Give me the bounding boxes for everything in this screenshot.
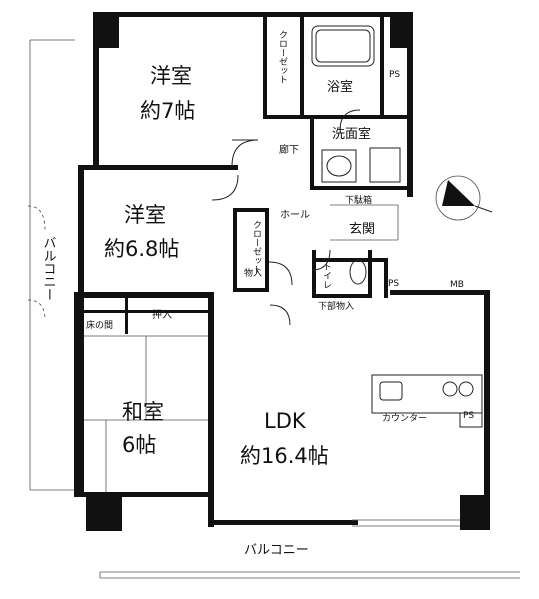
western2-name: 洋室 [124,203,166,227]
interior-walls [84,17,410,334]
bottom-balcony-label: バルコニー [244,543,309,558]
mb-label: MB [450,280,464,290]
bottom-balcony [99,571,520,579]
left-balcony-label: バルコニー [41,236,57,301]
bath-fixtures [311,25,375,67]
ps1-label: PS [389,70,400,80]
corridor-label: 廊下 [279,143,299,156]
exterior-walls [74,12,490,531]
doors [27,109,361,326]
tatami [84,335,208,492]
toilet-fixture [349,259,367,285]
hall-label: ホール [280,209,310,221]
ldk-size: 約16.4帖 [240,444,329,468]
ldk-name: LDK [264,409,307,433]
western2-size: 約6.8帖 [104,237,179,261]
oshiire-label: 押入 [152,308,172,321]
counter-label: カウンター [382,413,427,424]
closet1-label: クローゼット [277,30,288,84]
entrance-steps [330,204,399,241]
washroom-label: 洗面室 [332,126,371,142]
left-balcony [29,39,75,491]
compass-icon [435,175,493,221]
shoe-box-label: 下駄箱 [345,194,372,206]
entrance-label: 玄関 [349,222,375,237]
japanese-name: 和室 [122,400,164,424]
ps3-label: PS [463,411,474,421]
western1-name: 洋室 [150,64,192,88]
under-storage-label: 下部物入 [318,300,354,312]
windows [352,519,460,527]
toilet-label: トイレ [321,262,332,289]
japanese-size: 6帖 [122,433,156,457]
closet2-label: クローゼット [251,220,262,274]
kitchen-counter [371,374,483,428]
bath-label: 浴室 [327,79,353,95]
ps2-label: PS [388,279,399,289]
western1-size: 約7帖 [140,99,195,123]
storage1-label: 物入 [244,267,262,279]
tokonoma-label: 床の間 [86,319,113,331]
wash-basin [321,147,401,183]
